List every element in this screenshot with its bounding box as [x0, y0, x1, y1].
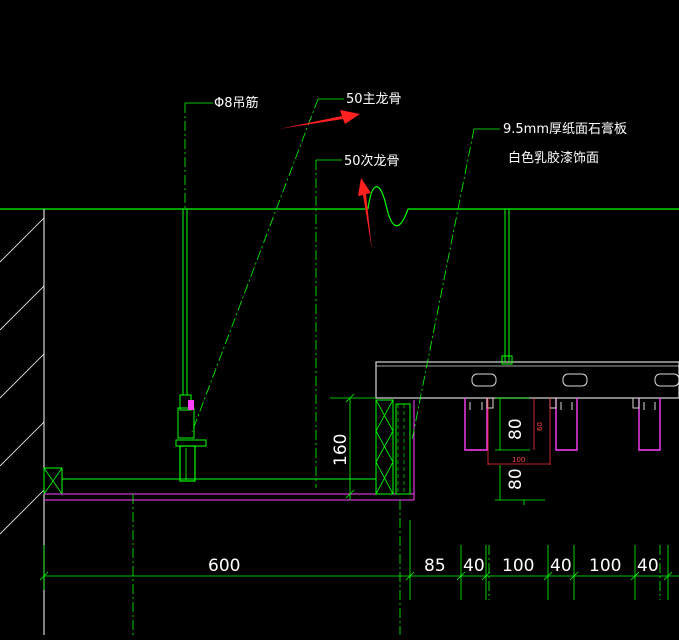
label-board-line2: 白色乳胶漆饰面: [508, 150, 599, 166]
dim-160: 160: [330, 393, 376, 500]
dim-100a: 100: [502, 556, 534, 576]
bottom-dimension-line: [39, 520, 679, 600]
dim-160-label: 160: [331, 434, 351, 466]
red-arrow-sub-keel: [358, 178, 372, 250]
center-lines: [132, 494, 661, 635]
label-main-keel: 50主龙骨: [346, 92, 402, 107]
leader-lines: [184, 98, 500, 488]
small-dim-60: 60: [536, 422, 544, 431]
perimeter-keel: [43, 467, 376, 495]
break-line: [367, 186, 409, 227]
dim-40c: 40: [637, 556, 659, 576]
dim-600: 600: [208, 556, 240, 576]
dim-85: 85: [424, 556, 446, 576]
dim-100b: 100: [589, 556, 621, 576]
hanger-rod: [175, 209, 207, 482]
wood-blocking: [375, 399, 411, 495]
dim-keel-80b: 80: [506, 468, 526, 490]
label-board-line1: 9.5mm厚纸面石膏板: [503, 121, 627, 137]
dim-keel-80a: 80: [506, 418, 526, 440]
dim-40a: 40: [463, 556, 485, 576]
gypsum-board: [44, 400, 415, 501]
secondary-keels: [464, 397, 661, 451]
keel-detail-dims: 100 60 80 80: [487, 397, 551, 505]
main-keel-channel: [375, 209, 679, 399]
small-dim-100: 100: [512, 456, 525, 464]
wall: [0, 209, 45, 635]
label-sub-keel: 50次龙骨: [344, 153, 400, 169]
label-hanger: Φ8吊筋: [214, 95, 259, 111]
dim-40b: 40: [550, 556, 572, 576]
red-arrow-main-keel: [279, 110, 360, 129]
